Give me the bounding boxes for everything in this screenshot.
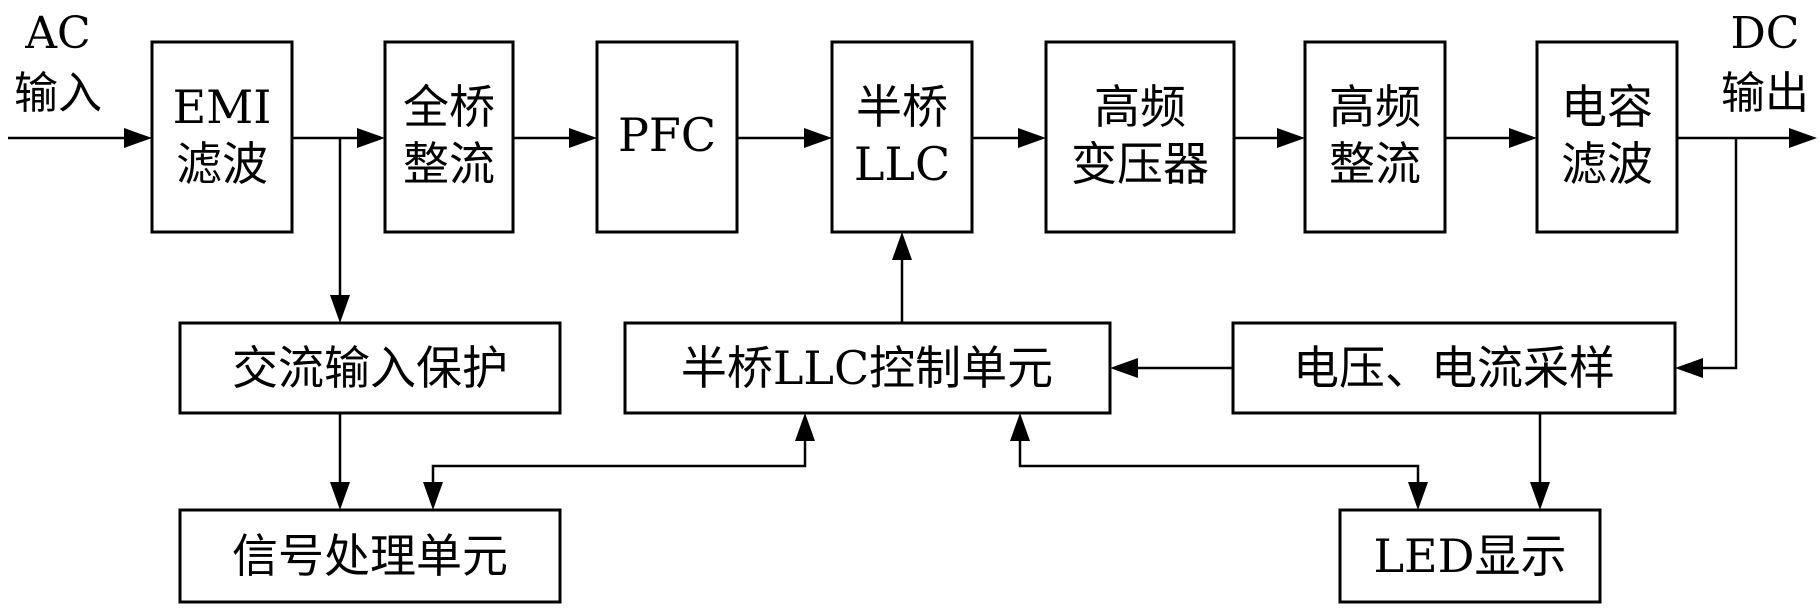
arrow-rectifier-to-pfc	[513, 128, 597, 148]
hf-rectifier-line1: 高频	[1329, 80, 1421, 134]
half-bridge-llc-line1: 半桥	[856, 80, 948, 134]
half-bridge-llc-line2: LLC	[854, 137, 950, 191]
arrow-transformer-to-hf-rectifier	[1234, 128, 1305, 148]
ac-input-label-2: 输入	[14, 68, 102, 119]
arrow-emi-tap-to-ac-protection	[330, 138, 350, 323]
capacitor-filter-line2: 滤波	[1561, 137, 1653, 191]
capacitor-filter-block: 电容 滤波	[1535, 40, 1679, 234]
arrow-llc-to-transformer	[972, 128, 1046, 148]
half-bridge-llc-block: 半桥 LLC	[830, 40, 974, 234]
full-bridge-rectifier-line1: 全桥	[403, 80, 495, 134]
arrow-control-to-llc	[892, 232, 912, 323]
capacitor-filter-line1: 电容	[1561, 80, 1653, 134]
voltage-current-sampling-block: 电压、电流采样	[1231, 321, 1677, 415]
dc-output-label: DC	[1731, 8, 1800, 59]
hf-transformer-line2: 变压器	[1071, 137, 1209, 191]
ac-input-protection-block: 交流输入保护	[178, 321, 562, 415]
bidirectional-control-led	[1010, 413, 1428, 510]
hf-transformer-block: 高频 变压器	[1044, 40, 1236, 234]
full-bridge-rectifier-line2: 整流	[403, 137, 495, 191]
ac-input-protection-label: 交流输入保护	[232, 341, 508, 395]
arrow-sampling-to-led	[1530, 413, 1550, 510]
dc-output-label-2: 输出	[1721, 68, 1809, 119]
emi-filter-block: EMI 滤波	[150, 40, 294, 234]
arrow-ac-in-to-emi	[8, 128, 152, 148]
hf-rectifier-block: 高频 整流	[1303, 40, 1447, 234]
hf-transformer-line1: 高频	[1094, 80, 1186, 134]
arrow-pfc-to-llc	[737, 128, 832, 148]
voltage-current-sampling-label: 电压、电流采样	[1293, 341, 1615, 395]
llc-control-unit-label: 半桥LLC控制单元	[681, 341, 1053, 395]
bidirectional-signal-processing-control	[423, 413, 815, 510]
signal-processing-unit-label: 信号处理单元	[232, 529, 508, 583]
arrow-ac-protection-to-signal-processing	[330, 413, 350, 510]
full-bridge-rectifier-block: 全桥 整流	[383, 40, 515, 234]
arrow-cap-filter-to-dc-out	[1677, 128, 1817, 148]
pfc-block: PFC	[595, 40, 739, 234]
signal-processing-unit-block: 信号处理单元	[178, 508, 562, 604]
led-display-label: LED显示	[1373, 529, 1566, 583]
arrow-dc-out-to-sampling	[1675, 138, 1738, 378]
arrow-sampling-to-control	[1110, 358, 1233, 378]
pfc-label: PFC	[618, 108, 716, 162]
emi-filter-line1: EMI	[173, 80, 272, 134]
emi-filter-line2: 滤波	[176, 137, 268, 191]
arrow-hf-rectifier-to-cap-filter	[1445, 128, 1537, 148]
hf-rectifier-line2: 整流	[1329, 137, 1421, 191]
ac-input-label: AC	[24, 8, 90, 59]
arrow-emi-to-rectifier	[292, 128, 385, 148]
led-display-block: LED显示	[1338, 508, 1602, 604]
llc-control-unit-block: 半桥LLC控制单元	[623, 321, 1112, 415]
